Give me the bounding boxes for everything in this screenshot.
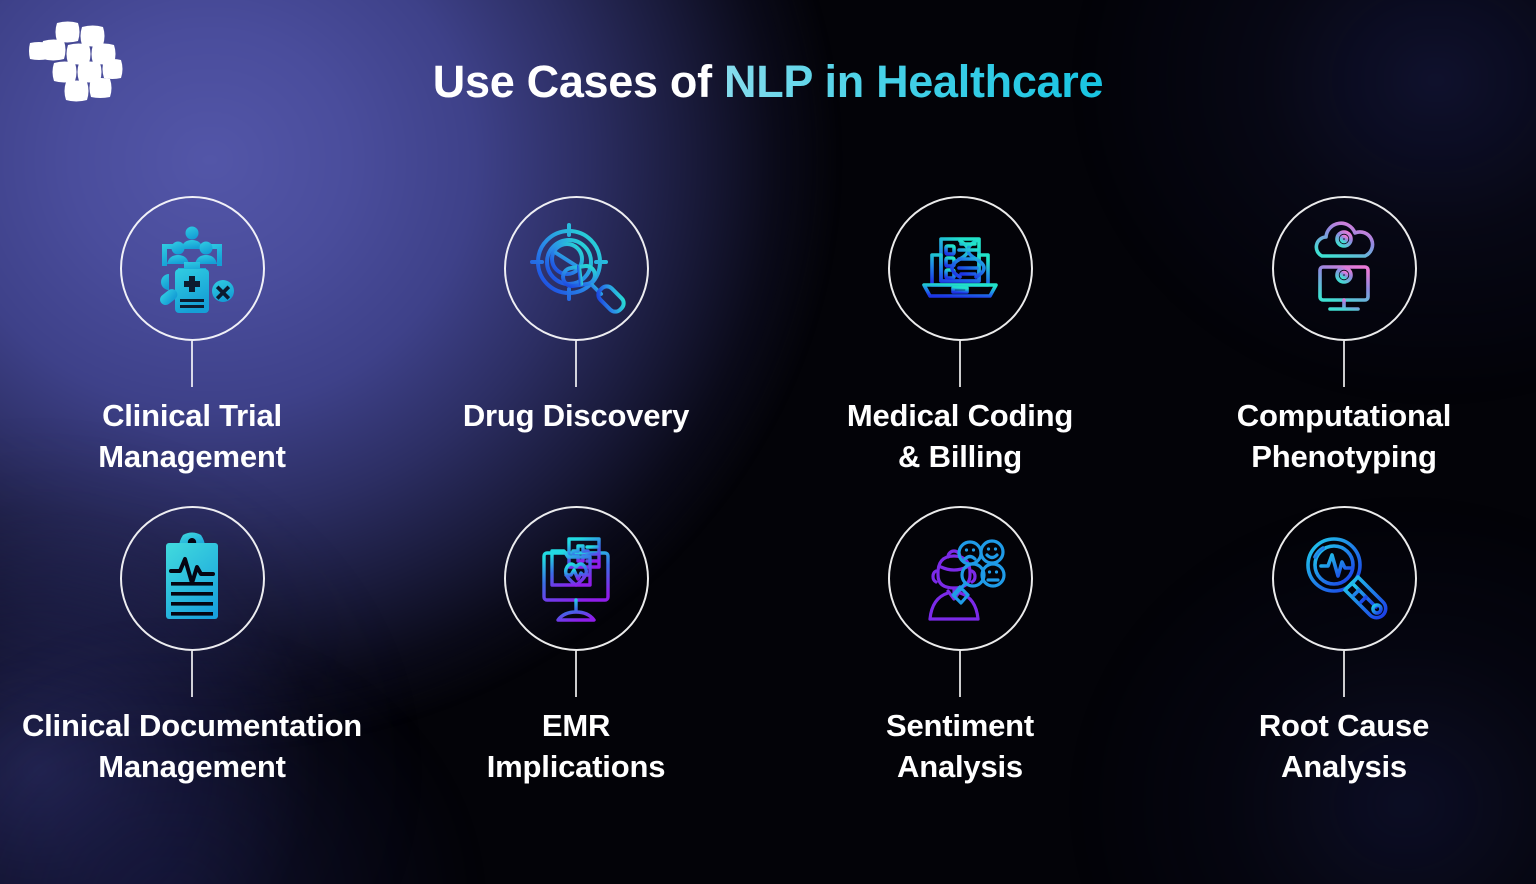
use-case-medical-coding-billing[interactable]: Medical Coding & Billing <box>768 196 1152 506</box>
connector-line <box>1343 341 1345 387</box>
use-case-label: Clinical Trial Management <box>98 398 286 475</box>
icon-circle <box>503 196 649 341</box>
icon-circle <box>1271 196 1417 341</box>
page-title-accent-part: NLP in Healthcare <box>724 56 1104 107</box>
connector-line <box>1343 651 1345 697</box>
clipboard-people-pills-icon <box>160 226 234 313</box>
page-title: Use Cases of NLP in Healthcare <box>0 58 1536 105</box>
connector-line <box>959 651 961 697</box>
icon-circle <box>887 506 1033 651</box>
use-case-clinical-documentation-management[interactable]: Clinical Documentation Management <box>0 506 384 816</box>
use-case-label: Root Cause Analysis <box>1258 708 1430 785</box>
laptop-dna-checklist-icon <box>922 236 998 298</box>
connector-line <box>191 341 193 387</box>
connector-line <box>959 341 961 387</box>
use-case-label: Clinical Documentation Management <box>21 708 363 785</box>
brand-logo <box>24 18 134 110</box>
use-case-label: Sentiment Analysis <box>885 708 1035 785</box>
page-title-white-part: Use Cases of <box>432 56 725 107</box>
icon-circle <box>887 196 1033 341</box>
icon-circle <box>119 506 265 651</box>
use-case-computational-phenotyping[interactable]: Computational Phenotyping <box>1152 196 1536 506</box>
cloud-monitor-gear-icon <box>1314 220 1375 311</box>
use-case-label: Medical Coding & Billing <box>846 398 1074 475</box>
interlocking-weave-logo-icon <box>29 21 123 102</box>
use-case-grid: Clinical Trial Management <box>0 196 1536 816</box>
monitor-folder-heart-icon <box>542 536 610 622</box>
use-case-drug-discovery[interactable]: Drug Discovery <box>384 196 768 506</box>
use-case-sentiment-analysis[interactable]: Sentiment Analysis <box>768 506 1152 816</box>
use-case-label: Drug Discovery <box>462 398 690 433</box>
connector-line <box>575 341 577 387</box>
use-case-label: EMR Implications <box>486 708 666 785</box>
icon-circle <box>1271 506 1417 651</box>
icon-circle <box>119 196 265 341</box>
use-case-clinical-trial-management[interactable]: Clinical Trial Management <box>0 196 384 506</box>
use-case-root-cause-analysis[interactable]: Root Cause Analysis <box>1152 506 1536 816</box>
clipboard-pulse-filled-icon <box>166 532 218 619</box>
use-case-label: Computational Phenotyping <box>1236 398 1452 475</box>
icon-circle <box>503 506 649 651</box>
use-case-emr-implications[interactable]: EMR Implications <box>384 506 768 816</box>
connector-line <box>191 651 193 697</box>
connector-line <box>575 651 577 697</box>
magnifier-pulse-icon <box>1306 536 1388 619</box>
magnifier-pills-target-icon <box>530 222 626 314</box>
person-emoji-magnifier-icon <box>928 538 1006 621</box>
